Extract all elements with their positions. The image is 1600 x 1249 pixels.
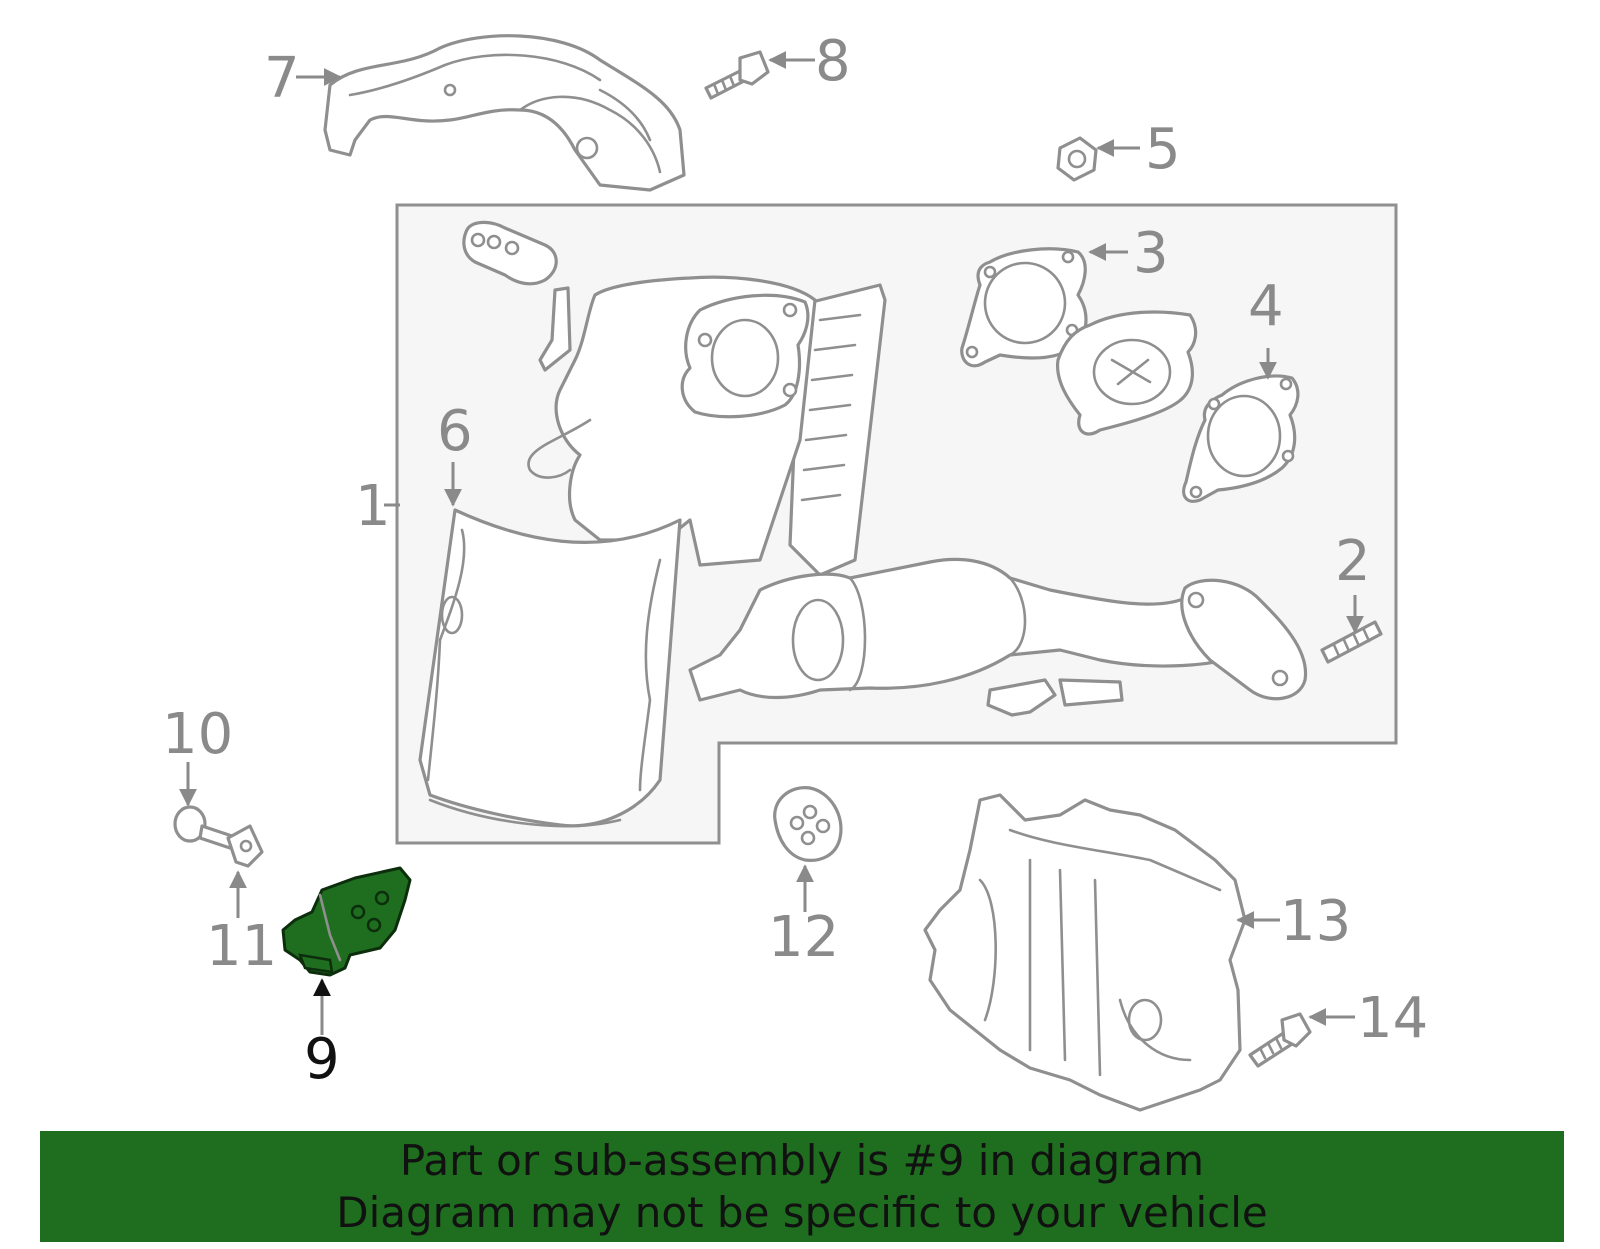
part-10-bolt xyxy=(173,805,234,850)
info-banner: Part or sub-assembly is #9 in diagram Di… xyxy=(40,1131,1564,1242)
part-1-catalytic-converter xyxy=(418,275,1308,828)
callout-12: 12 xyxy=(768,905,839,970)
callout-11: 11 xyxy=(206,914,277,979)
callout-2: 2 xyxy=(1335,529,1371,594)
callout-5: 5 xyxy=(1145,117,1181,182)
part-3-gasket xyxy=(960,247,1088,368)
part-7-heat-shield xyxy=(323,34,686,192)
part-11-clip xyxy=(226,824,264,868)
part-bracket-plate xyxy=(462,220,558,286)
callout-9: 9 xyxy=(304,1027,340,1092)
part-12-hanger xyxy=(773,786,843,862)
callout-1: 1 xyxy=(355,474,391,539)
callout-13: 13 xyxy=(1280,889,1351,954)
part-14-bolt xyxy=(1248,1012,1312,1068)
part-9-bracket-highlighted[interactable] xyxy=(281,866,412,977)
part-13-heat-shield xyxy=(923,793,1247,1112)
banner-line-2: Diagram may not be specific to your vehi… xyxy=(336,1187,1268,1237)
callout-10: 10 xyxy=(162,702,233,767)
banner-line-1: Part or sub-assembly is #9 in diagram xyxy=(399,1135,1205,1185)
callout-7: 7 xyxy=(264,46,300,111)
part-flange xyxy=(1055,310,1198,436)
callout-4: 4 xyxy=(1248,274,1284,339)
part-4-gasket xyxy=(1182,374,1300,503)
callout-8: 8 xyxy=(815,29,851,94)
callout-6: 6 xyxy=(437,399,473,464)
part-8-bolt xyxy=(704,50,770,100)
callout-14: 14 xyxy=(1357,986,1428,1051)
callout-3: 3 xyxy=(1133,221,1169,286)
part-5-nut xyxy=(1056,136,1098,182)
